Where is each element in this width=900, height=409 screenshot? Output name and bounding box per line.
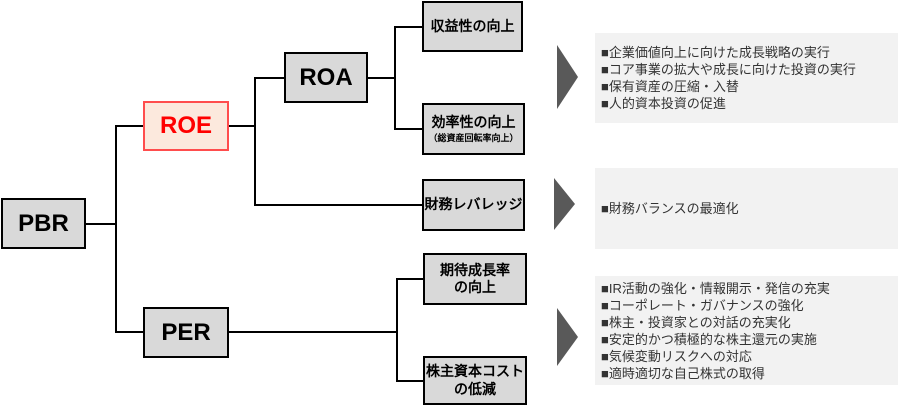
bullet-item: ■企業価値向上に向けた成長戦略の実行 (601, 45, 830, 60)
node-pbr: PBR (1, 198, 86, 249)
arrow-right-icon (557, 308, 578, 366)
bullet-item: ■保有資産の圧縮・入替 (601, 79, 739, 94)
bullet-item: ■財務バランスの最適化 (601, 201, 739, 216)
node-roe-label: ROE (159, 112, 212, 139)
bullet-item: ■気候変動リスクへの対応 (601, 348, 752, 364)
bullet-item: ■コーポレート・ガバナンスの強化 (601, 297, 804, 313)
panel-leverage-actions: ■財務バランスの最適化 (595, 168, 898, 249)
bullet-item: ■適時適切な自己株式の取得 (601, 365, 765, 381)
node-efficiency-sublabel: （総資産回転率向上） (428, 132, 519, 143)
node-expected-growth: 期待成長率 の向上 (423, 253, 527, 305)
node-equity-cost-label: 株主資本コスト の低減 (426, 363, 524, 397)
node-efficiency: 効率性の向上 （総資産回転率向上） (422, 103, 525, 155)
bullet-item: ■安定的かつ積極的な株主還元の実施 (601, 331, 817, 347)
node-expected-growth-label: 期待成長率 の向上 (440, 261, 510, 296)
panel-per-actions: ■IR活動の強化・情報開示・発信の充実 ■コーポレート・ガバナンスの強化 ■株主… (595, 276, 898, 385)
node-equity-cost: 株主資本コスト の低減 (423, 356, 527, 405)
node-profitability-label: 収益性の向上 (430, 17, 515, 34)
node-per-label: PER (161, 318, 211, 346)
arrow-right-icon (557, 45, 578, 109)
node-financial-leverage: 財務レバレッジ (422, 179, 525, 231)
node-profitability: 収益性の向上 (422, 1, 523, 52)
node-financial-leverage-label: 財務レバレッジ (424, 196, 523, 213)
node-roe: ROE (143, 101, 229, 151)
bullet-item: ■人的資本投資の促進 (601, 96, 726, 111)
panel-roa-actions: ■企業価値向上に向けた成長戦略の実行 ■コア事業の拡大や成長に向けた投資の実行 … (595, 33, 898, 123)
arrow-right-icon (554, 178, 575, 230)
node-per: PER (143, 307, 229, 358)
node-roa-label: ROA (299, 63, 353, 91)
bullet-item: ■IR活動の強化・情報開示・発信の充実 (601, 280, 830, 296)
node-pbr-label: PBR (18, 209, 69, 237)
bullet-item: ■株主・投資家との対話の充実化 (601, 314, 791, 330)
node-roa: ROA (284, 52, 368, 103)
node-efficiency-label: 効率性の向上 (431, 114, 516, 131)
bullet-item: ■コア事業の拡大や成長に向けた投資の実行 (601, 62, 856, 77)
